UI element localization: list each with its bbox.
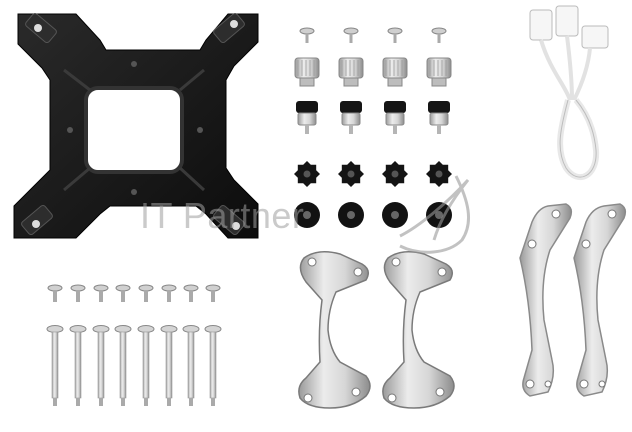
mounting-bracket-right-a [519, 203, 573, 397]
small-screws-row [299, 27, 447, 43]
mounting-bracket-right-b [573, 203, 627, 397]
small-screw [299, 27, 315, 43]
rubber-washer [382, 202, 408, 228]
long-screw [46, 325, 64, 406]
rubber-washer [426, 202, 452, 228]
star-nut [294, 161, 320, 187]
star-nut [382, 161, 408, 187]
long-screw [137, 325, 155, 406]
long-screw [92, 325, 110, 406]
thumb-screw [384, 101, 406, 134]
thumb-screw [428, 101, 450, 134]
backplate-bracket [13, 12, 259, 239]
thumb-screw [296, 101, 318, 134]
long-screw [69, 325, 87, 406]
star-nut [426, 161, 452, 187]
rubber-washer [294, 202, 320, 228]
short-screw [205, 284, 221, 302]
short-screw [47, 284, 63, 302]
rubber-washer [338, 202, 364, 228]
star-nut [338, 161, 364, 187]
mounting-bracket-left [298, 251, 371, 409]
watermark-text: IT Partner [140, 195, 304, 236]
small-screw [343, 27, 359, 43]
long-screw [160, 325, 178, 406]
short-screw [138, 284, 154, 302]
short-screw [115, 284, 131, 302]
short-screw [70, 284, 86, 302]
long-screws-row [46, 325, 222, 406]
mounting-bracket-middle [382, 251, 455, 409]
knurled-standoff [426, 57, 452, 87]
knurled-standoff [382, 57, 408, 87]
watermark-swoosh-icon [399, 175, 470, 254]
watermark: IT Partner [140, 175, 470, 254]
long-screw [114, 325, 132, 406]
knurled-standoff [294, 57, 320, 87]
silver-standoffs-row [294, 57, 452, 87]
long-screw [182, 325, 200, 406]
short-screws-row [47, 284, 221, 302]
rubber-washers-row [294, 202, 452, 228]
small-screw [387, 27, 403, 43]
fan-splitter-cable [529, 5, 609, 181]
short-screw [93, 284, 109, 302]
short-screw [161, 284, 177, 302]
knurled-standoff [338, 57, 364, 87]
small-screw [431, 27, 447, 43]
long-screw [204, 325, 222, 406]
thumb-screws-row [296, 101, 450, 134]
thumb-screw [340, 101, 362, 134]
short-screw [183, 284, 199, 302]
star-nuts-row [294, 161, 452, 187]
